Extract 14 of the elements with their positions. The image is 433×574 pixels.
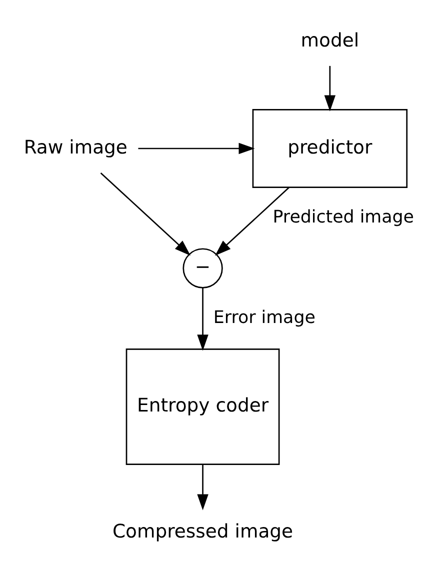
node-box: Entropy coder <box>126 348 280 465</box>
node-text: Raw image <box>24 137 128 158</box>
edge-label: Predicted image <box>272 208 414 228</box>
node-circle: − <box>182 248 223 288</box>
arrow <box>197 288 208 351</box>
arrow <box>324 66 336 112</box>
edge-label: Error image <box>213 308 316 328</box>
node-text: model <box>300 30 360 52</box>
node-text: Compressed image <box>112 522 294 543</box>
arrow <box>100 172 191 256</box>
arrow <box>197 464 208 510</box>
arrow <box>214 187 290 256</box>
arrow <box>138 142 255 154</box>
node-box: predictor <box>252 109 408 188</box>
